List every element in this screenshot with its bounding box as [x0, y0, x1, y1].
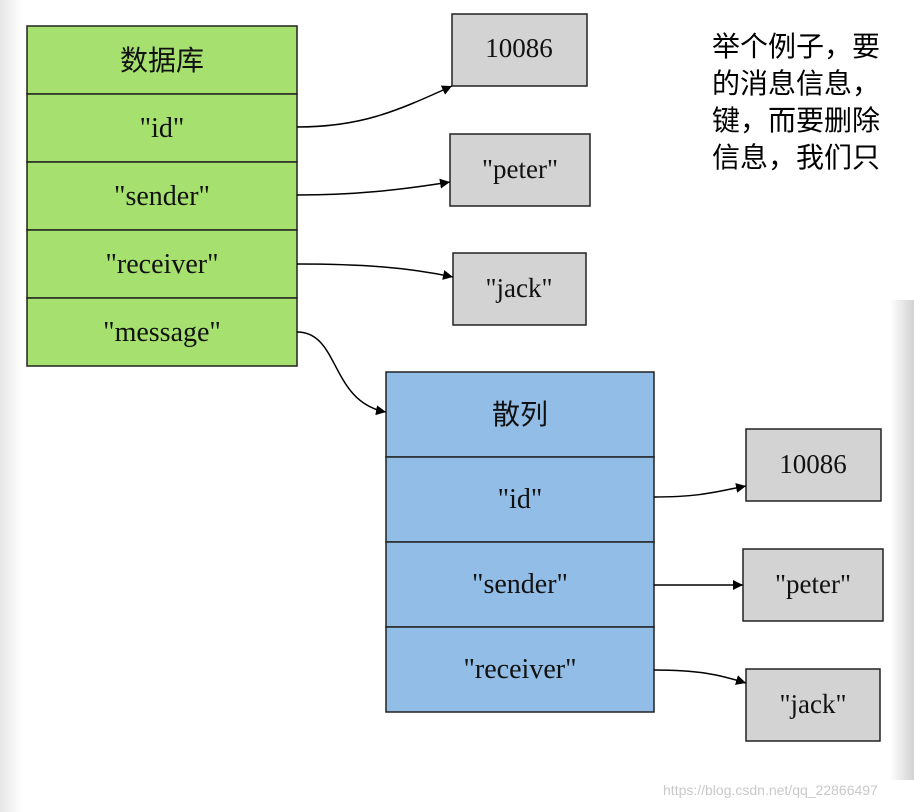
- hash-field-id-box: [385, 456, 655, 543]
- db-field-id: "id": [26, 93, 298, 163]
- right-edge-shade: [890, 300, 914, 780]
- edge-hash-id-to-value: [653, 482, 747, 498]
- hash-field-sender-box: [385, 541, 655, 628]
- db-value-10086-box: [451, 13, 588, 87]
- db-value-jack-label: "jack": [485, 273, 552, 303]
- db-field-sender-label: "sender": [114, 181, 210, 212]
- edge-db-sender-to-value: [296, 178, 451, 196]
- side-text: 举个例子，要 的消息信息， 键，而要删除 信息，我们只: [712, 28, 914, 176]
- db-field-sender: "sender": [26, 161, 298, 231]
- hash-field-receiver-box: [385, 626, 655, 713]
- hash-table: 散列 "id" "sender" "receiver": [385, 371, 655, 713]
- db-field-receiver-box: [26, 229, 298, 299]
- hash-value-peter-label: "peter": [775, 569, 851, 599]
- db-value-10086: 10086: [451, 13, 588, 87]
- db-field-receiver: "receiver": [26, 229, 298, 299]
- db-field-message-label: "message": [103, 317, 221, 348]
- db-value-jack-box: [452, 252, 587, 326]
- hash-field-id: "id": [385, 456, 655, 543]
- side-text-line: 键，而要删除: [712, 104, 881, 137]
- side-text-line: 的消息信息，: [712, 67, 881, 100]
- hash-value-10086: 10086: [745, 428, 882, 502]
- db-table-title: 数据库: [120, 44, 204, 77]
- db-value-peter-label: "peter": [482, 154, 558, 184]
- db-value-peter-box: [449, 133, 591, 207]
- hash-value-10086-label: 10086: [779, 449, 847, 479]
- edge-db-id-to-value: [296, 85, 453, 128]
- db-table: 数据库 "id" "sender" "receiver" "message": [26, 25, 298, 367]
- edge-db-message-to-hash: [296, 331, 387, 416]
- left-edge-shade: [0, 0, 22, 812]
- hash-table-title-box: [385, 371, 655, 458]
- db-value-jack: "jack": [452, 252, 587, 326]
- db-table-title-box: [26, 25, 298, 95]
- hash-value-jack-box: [745, 668, 881, 742]
- hash-table-title: 散列: [492, 398, 548, 431]
- side-text-line: 举个例子，要: [712, 30, 881, 63]
- hash-field-sender: "sender": [385, 541, 655, 628]
- edge-db-receiver-to-value: [296, 263, 454, 280]
- db-value-10086-label: 10086: [485, 33, 553, 63]
- hash-table-title-cell: 散列: [385, 371, 655, 458]
- hash-value-10086-box: [745, 428, 882, 502]
- hash-field-sender-label: "sender": [472, 569, 568, 600]
- hash-field-receiver-label: "receiver": [464, 654, 577, 685]
- db-field-id-label: "id": [140, 113, 185, 144]
- db-field-id-box: [26, 93, 298, 163]
- db-field-message: "message": [26, 297, 298, 367]
- hash-value-jack-label: "jack": [779, 689, 846, 719]
- db-field-message-box: [26, 297, 298, 367]
- hash-value-jack: "jack": [745, 668, 881, 742]
- hash-value-peter: "peter": [742, 548, 884, 622]
- side-text-line: 信息，我们只: [712, 141, 881, 174]
- hash-field-receiver: "receiver": [385, 626, 655, 713]
- db-field-sender-box: [26, 161, 298, 231]
- edge-hash-receiver-to-value: [653, 669, 747, 685]
- db-field-receiver-label: "receiver": [106, 249, 219, 280]
- hash-field-id-label: "id": [498, 484, 543, 515]
- db-value-peter: "peter": [449, 133, 591, 207]
- watermark: https://blog.csdn.net/qq_22866497: [663, 782, 878, 798]
- db-table-title-cell: 数据库: [26, 25, 298, 95]
